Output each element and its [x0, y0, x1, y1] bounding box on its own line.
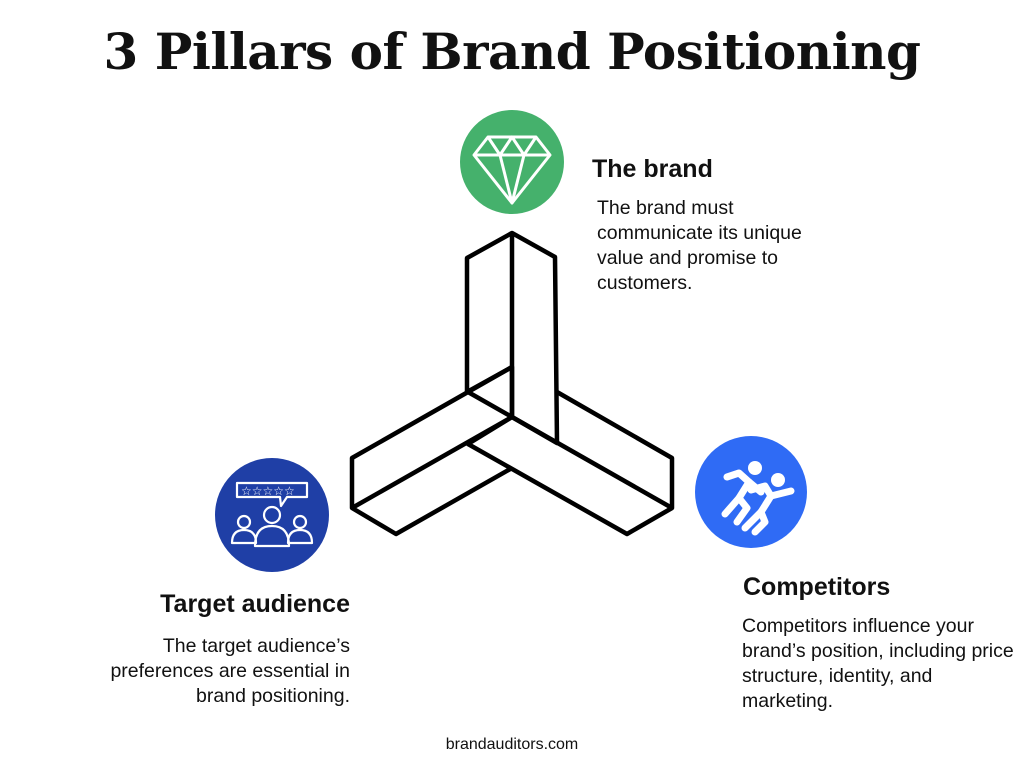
competitors-icon-circle	[695, 436, 807, 548]
competitors-heading: Competitors	[743, 573, 891, 601]
runners-icon	[721, 461, 795, 536]
competitors-text: Competitors influence your brand’s posit…	[742, 615, 1014, 712]
brand-heading: The brand	[592, 155, 713, 183]
footer-website: brandauditors.com	[445, 736, 579, 753]
audience-rating-icon: ☆☆☆☆☆	[230, 481, 314, 548]
page-title: 3 Pillars of Brand Positioning	[103, 22, 921, 81]
audience-text: The target audience’s preferences are es…	[110, 635, 350, 707]
audience-icon-circle: ☆☆☆☆☆	[215, 458, 329, 572]
diamond-icon	[472, 135, 552, 205]
brand-icon-circle	[460, 110, 564, 214]
brand-text: The brand must communicate its unique va…	[597, 197, 802, 294]
audience-heading: Target audience	[160, 590, 350, 618]
svg-text:☆☆☆☆☆: ☆☆☆☆☆	[241, 484, 295, 498]
